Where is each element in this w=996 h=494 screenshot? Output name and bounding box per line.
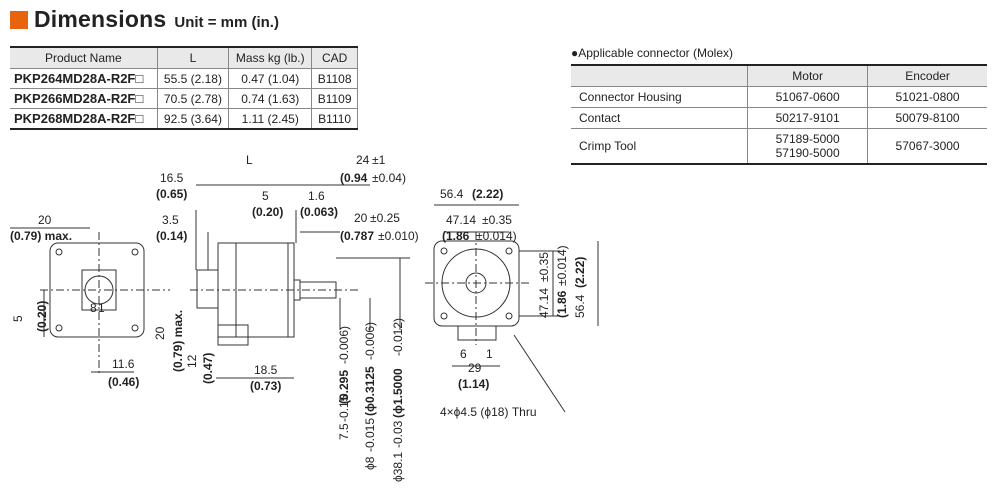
dim-side-20-in-tol: ±0.010) bbox=[378, 229, 419, 243]
dim-back-20-in: (0.79) max. bbox=[10, 229, 72, 243]
dim-12-in: (0.47) bbox=[201, 353, 215, 384]
orange-square-icon bbox=[10, 10, 28, 29]
connector-cell-encoder: 50079-8100 bbox=[867, 107, 987, 129]
dim-35: 3.5 bbox=[162, 213, 179, 227]
spec-cell: 1.11 (2.45) bbox=[228, 108, 313, 130]
spec-row: PKP266MD28A-R2F□70.5 (2.78)0.74 (1.63)B1… bbox=[10, 88, 358, 109]
dim-16-in: (0.063) bbox=[300, 205, 338, 219]
dim-v-4714: 47.14 bbox=[537, 288, 551, 318]
dim-8-in: (ϕ0.3125 bbox=[363, 366, 377, 416]
dim-29-in: (1.14) bbox=[458, 377, 489, 391]
dim-side-20-tol: ±0.25 bbox=[370, 211, 400, 225]
section-header: Dimensions Unit = mm (in.) bbox=[10, 6, 279, 33]
connector-title: ●Applicable connector (Molex) bbox=[571, 46, 733, 60]
spec-cell: 0.74 (1.63) bbox=[228, 88, 313, 109]
dim-4714-in: (1.86 bbox=[442, 229, 470, 243]
dim-4714-in-tol: ±0.014) bbox=[476, 229, 517, 243]
spec-cell: PKP266MD28A-R2F□ bbox=[10, 88, 158, 109]
spec-cell: 0.47 (1.04) bbox=[228, 68, 313, 89]
dim-24-in-tol: ±0.04) bbox=[372, 171, 406, 185]
spec-col-header: L bbox=[156, 46, 230, 69]
dim-v-564: 56.4 bbox=[573, 294, 587, 318]
dim-v-4714-in-tol: ±0.014) bbox=[555, 245, 569, 286]
dim-L: L bbox=[246, 153, 253, 167]
dim-29: 29 bbox=[468, 361, 482, 375]
dim-side-5-in: (0.20) bbox=[252, 205, 283, 219]
dim-564-in: (2.22) bbox=[472, 187, 503, 201]
dim-165: 16.5 bbox=[160, 171, 184, 185]
spec-cell: 92.5 (3.64) bbox=[156, 108, 230, 130]
dim-8: ϕ8 bbox=[363, 456, 377, 470]
connector-cell-name: Crimp Tool bbox=[571, 128, 749, 165]
spec-cell: PKP264MD28A-R2F□ bbox=[10, 68, 158, 89]
dim-381-tol: -0.03 bbox=[391, 420, 405, 448]
connector-col-header bbox=[571, 64, 749, 87]
dim-165-in: (0.65) bbox=[156, 187, 187, 201]
spec-cell: B1108 bbox=[311, 68, 358, 89]
spec-cell: PKP268MD28A-R2F□ bbox=[10, 108, 158, 130]
spec-row: PKP268MD28A-R2F□92.5 (3.64)1.11 (2.45)B1… bbox=[10, 108, 358, 130]
dim-75-tol: -0.15 bbox=[337, 394, 351, 422]
spec-cell: 55.5 (2.18) bbox=[156, 68, 230, 89]
dim-381-in: (ϕ1.5000 bbox=[391, 368, 405, 418]
dim-4714-tol: ±0.35 bbox=[482, 213, 512, 227]
connector-cell-motor: 57189-5000 57190-5000 bbox=[747, 128, 869, 165]
dim-75: 7.5 bbox=[337, 423, 351, 440]
dim-back-5: 5 bbox=[11, 315, 25, 322]
pin-8-label: 8 bbox=[90, 301, 97, 315]
dim-v-4714-in: (1.86 bbox=[555, 290, 569, 318]
dim-24-in: (0.94 bbox=[340, 171, 368, 185]
dim-35-in: (0.14) bbox=[156, 229, 187, 243]
dim-381: ϕ38.1 bbox=[391, 452, 405, 482]
dim-8-in-tol: -0.006) bbox=[363, 322, 377, 360]
connector-col-header: Encoder bbox=[867, 64, 987, 87]
dim-20max: 20 bbox=[153, 326, 167, 340]
dim-20max-in: (0.79) max. bbox=[171, 310, 185, 372]
pin-6-label: 6 bbox=[460, 347, 467, 361]
back-view-body bbox=[49, 242, 145, 338]
dim-75-in-tol: -0.006) bbox=[337, 326, 351, 364]
pin-1-label: 1 bbox=[98, 301, 105, 315]
dim-side-20: 20 bbox=[354, 211, 368, 225]
dim-75-in: (0.295 bbox=[337, 370, 351, 404]
spec-cell: B1109 bbox=[311, 88, 358, 109]
spec-row: PKP264MD28A-R2F□55.5 (2.18)0.47 (1.04)B1… bbox=[10, 68, 358, 89]
dim-16: 1.6 bbox=[308, 189, 325, 203]
connector-cell-motor: 51067-0600 bbox=[747, 86, 869, 108]
pin-1-front-label: 1 bbox=[486, 347, 493, 361]
dim-4714: 47.14 bbox=[446, 213, 476, 227]
dim-v-564-in: (2.22) bbox=[573, 257, 587, 288]
dim-564: 56.4 bbox=[440, 187, 464, 201]
dim-back-116: 11.6 bbox=[112, 357, 135, 371]
dim-8-tol: -0.015 bbox=[363, 418, 377, 452]
dim-185: 18.5 bbox=[254, 363, 278, 377]
spec-cell: 70.5 (2.78) bbox=[156, 88, 230, 109]
dim-side-5: 5 bbox=[262, 189, 269, 203]
unit-note: Unit = mm (in.) bbox=[174, 14, 279, 31]
dim-24: 24 bbox=[356, 153, 370, 167]
dim-back-20: 20 bbox=[38, 213, 52, 227]
dim-back-5-in: (0.20) bbox=[35, 301, 49, 332]
spec-col-header: Product Name bbox=[10, 46, 158, 69]
spec-cell: B1110 bbox=[311, 108, 358, 130]
mounting-holes-note: 4×ϕ4.5 (ϕ18) Thru bbox=[440, 405, 537, 419]
dim-back-116-in: (0.46) bbox=[108, 375, 139, 389]
spec-col-header: Mass kg (lb.) bbox=[228, 46, 313, 69]
section-title: Dimensions bbox=[34, 6, 167, 32]
dim-185-in: (0.73) bbox=[250, 379, 281, 393]
dim-v-4714-tol: ±0.35 bbox=[537, 252, 551, 282]
dim-24-tol: ±1 bbox=[372, 153, 386, 167]
dim-381-in-tol: -0.012) bbox=[391, 318, 405, 356]
dim-12: 12 bbox=[185, 354, 199, 368]
dim-side-20-in: (0.787 bbox=[340, 229, 374, 243]
connector-cell-name: Contact bbox=[571, 107, 749, 129]
connector-cell-encoder: 57067-3000 bbox=[867, 128, 987, 165]
